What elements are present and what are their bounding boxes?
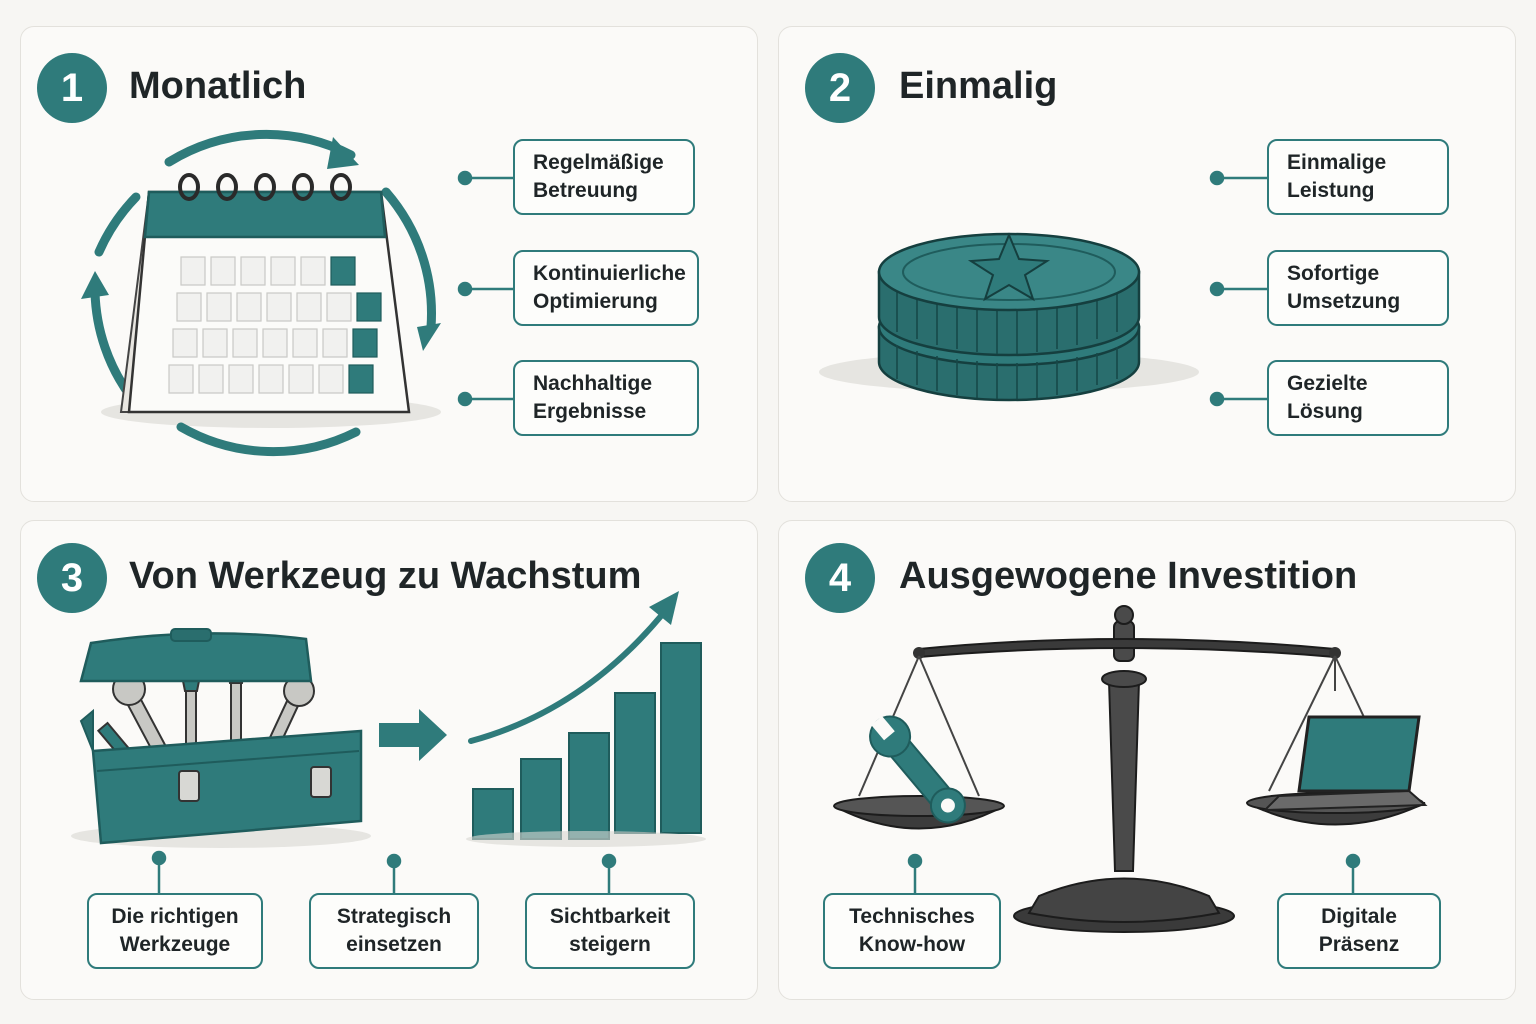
label-line: Werkzeuge: [119, 933, 231, 956]
step-number-badge: 4: [805, 543, 875, 613]
label-line: Regelmäßige: [533, 151, 664, 174]
label-line: Know-how: [858, 933, 966, 956]
balance-scale-icon: [833, 605, 1428, 933]
label-gezielte-loesung: Gezielte Lösung: [1267, 360, 1449, 436]
label-line: Gezielte: [1287, 372, 1368, 395]
label-digitale-praesenz: Digitale Präsenz: [1277, 893, 1441, 969]
step-number-badge: 1: [37, 53, 107, 123]
label-einmalige-leistung: Einmalige Leistung: [1267, 139, 1449, 215]
label-regelmaessige-betreuung: Regelmäßige Betreuung: [513, 139, 695, 215]
label-technisches-know-how: Technisches Know-how: [823, 893, 1001, 969]
label-line: Sichtbarkeit: [549, 905, 671, 928]
label-richtige-werkzeuge: Die richtigen Werkzeuge: [87, 893, 263, 969]
label-line: Leistung: [1287, 179, 1375, 202]
panel-einmalig: 2 Einmalig Einmalige Leistung Sofortige …: [778, 26, 1516, 502]
panel-title: Monatlich: [129, 65, 307, 107]
label-line: Ergebnisse: [533, 400, 647, 423]
panel-title: Von Werkzeug zu Wachstum: [129, 555, 642, 597]
toolbox-growth-icon: [71, 591, 706, 893]
panel-monatlich: 1 Monatlich: [20, 26, 758, 502]
label-kontinuierliche-optimierung: Kontinuierliche Optimierung: [513, 250, 699, 326]
calendar-cycle-icon: [81, 129, 515, 457]
coin-stack-icon: [819, 170, 1269, 407]
label-line: Strategisch: [336, 905, 452, 928]
label-line: Präsenz: [1318, 933, 1400, 956]
step-number-badge: 2: [805, 53, 875, 123]
label-nachhaltige-ergebnisse: Nachhaltige Ergebnisse: [513, 360, 699, 436]
label-line: Einmalige: [1287, 151, 1387, 174]
label-line: steigern: [569, 933, 651, 956]
label-line: Umsetzung: [1287, 290, 1401, 313]
label-line: einsetzen: [346, 933, 442, 956]
label-line: Optimierung: [533, 290, 658, 313]
label-line: Lösung: [1287, 400, 1363, 423]
label-line: Sofortige: [1287, 262, 1380, 285]
panel-ausgewogene-investition: 4 Ausgewogene Investition: [778, 520, 1516, 1000]
step-number-badge: 3: [37, 543, 107, 613]
label-line: Kontinuierliche: [533, 262, 686, 285]
label-line: Betreuung: [533, 179, 638, 202]
label-line: Nachhaltige: [533, 372, 653, 395]
label-line: Digitale: [1321, 905, 1397, 928]
label-line: Die richtigen: [111, 905, 239, 928]
panel-werkzeug-wachstum: 3 Von Werkzeug zu Wachstum: [20, 520, 758, 1000]
panel-title: Einmalig: [899, 65, 1058, 107]
label-sichtbarkeit-steigern: Sichtbarkeit steigern: [525, 893, 695, 969]
label-sofortige-umsetzung: Sofortige Umsetzung: [1267, 250, 1449, 326]
panel-title: Ausgewogene Investition: [899, 555, 1358, 597]
label-strategisch-einsetzen: Strategisch einsetzen: [309, 893, 479, 969]
label-line: Technisches: [849, 905, 975, 928]
